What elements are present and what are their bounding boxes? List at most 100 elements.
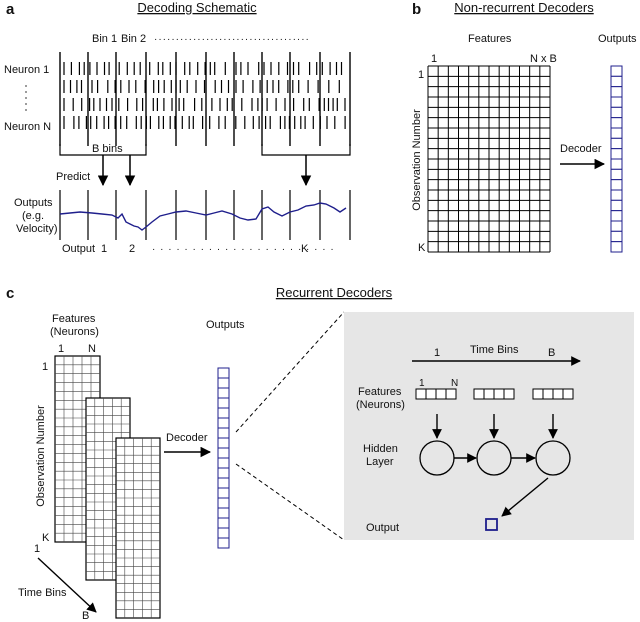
bin-dots: ····································: [154, 34, 310, 45]
feature-cell: [483, 388, 495, 400]
output-cell: [610, 65, 623, 77]
output-cell: [217, 447, 230, 459]
output-cell: [610, 75, 623, 88]
outputs-label-2: (e.g.: [22, 210, 44, 222]
inset-features-neurons-label: (Neurons): [356, 399, 405, 411]
inset-time-bins-last: B: [548, 347, 555, 359]
decoder-label: Decoder: [166, 432, 208, 444]
feature-vector-2: [473, 388, 515, 400]
output-cell: [217, 527, 230, 539]
output-cell: [610, 106, 623, 119]
features-neurons-label: (Neurons): [50, 326, 99, 338]
features-label: Features: [468, 33, 512, 45]
feature-matrix-stack: [54, 355, 161, 619]
spike-raster: [59, 52, 351, 146]
inset-time-bins-label: Time Bins: [470, 344, 519, 356]
feature-cell: [503, 388, 515, 400]
output-cell: [610, 230, 623, 243]
output-cell: [217, 457, 230, 469]
output-cell: [610, 168, 623, 181]
output-cell: [610, 127, 623, 139]
inset-time-bins-first: 1: [434, 347, 440, 359]
panel-b-letter: b: [412, 1, 421, 18]
output-bin-lines: [59, 190, 351, 240]
feature-cell: [542, 388, 554, 400]
zoom-line-bottom: [235, 463, 345, 541]
row-first-label: 1: [418, 69, 424, 81]
output-cell: [217, 407, 230, 419]
output-cell: [610, 117, 623, 129]
output-2-label: 2: [129, 243, 135, 255]
neuron-ellipsis: [25, 85, 27, 111]
col-first-label: 1: [58, 343, 64, 355]
output-cell: [610, 96, 623, 108]
zoom-line-top: [235, 311, 345, 433]
output-cell: [610, 220, 623, 232]
output-cell: [610, 189, 623, 201]
b-bins-label: B bins: [92, 143, 123, 155]
output-cell: [217, 477, 230, 489]
neuron-n-label: Neuron N: [4, 121, 51, 133]
output-cell: [217, 507, 230, 519]
output-cell: [217, 377, 230, 389]
output-column: [217, 367, 230, 549]
feature-vector-1: [415, 388, 457, 400]
feature-cell: [445, 388, 457, 400]
matrix-border: [115, 437, 161, 619]
bin-2-label: Bin 2: [121, 33, 146, 45]
outputs-label-1: Outputs: [14, 197, 53, 209]
inset-feat-last: N: [451, 378, 458, 389]
panel-b: b Non-recurrent Decoders Features Output…: [411, 0, 637, 254]
feature-matrix-3: [115, 437, 161, 619]
output-k-label: K: [301, 243, 309, 255]
col-last-label: N x B: [530, 53, 557, 65]
output-cell: [217, 487, 230, 499]
feature-cell: [473, 388, 485, 400]
inset-background: [344, 312, 634, 540]
outputs-label: Outputs: [598, 33, 637, 45]
output-arrow: [501, 477, 549, 517]
inset-output-box: [485, 518, 498, 531]
inset-features-label: Features: [358, 386, 402, 398]
output-label: Output: [62, 243, 95, 255]
output-cell: [610, 241, 623, 253]
output-cell: [217, 427, 230, 439]
output-cell: [610, 86, 623, 98]
panel-c: c Recurrent Decoders Features (Neurons) …: [6, 285, 634, 622]
hidden-node-3: [535, 440, 571, 476]
output-cell: [217, 397, 230, 409]
inset-feat-first: 1: [419, 378, 425, 389]
panel-a: a Decoding Schematic Bin 1 Bin 2 ·······…: [4, 0, 351, 255]
output-cell: [217, 467, 230, 479]
output-cell: [217, 437, 230, 449]
panel-a-letter: a: [6, 1, 15, 18]
output-cell: [610, 158, 623, 170]
output-1-label: 1: [101, 243, 107, 255]
panel-a-title: Decoding Schematic: [137, 0, 257, 15]
output-cell: [610, 137, 623, 150]
inset-output-label: Output: [366, 522, 399, 534]
time-bins-first-label: 1: [34, 543, 40, 555]
hidden-label-1: Hidden: [363, 443, 398, 455]
output-dots: · · · · · · · · · · · · · · · · · · · · …: [152, 244, 335, 255]
feature-cell: [493, 388, 505, 400]
col-first-label: 1: [431, 53, 437, 65]
features-label: Features: [52, 313, 96, 325]
output-cell: [217, 417, 230, 429]
output-cell: [217, 517, 230, 529]
hidden-label-2: Layer: [366, 456, 394, 468]
panel-c-title: Recurrent Decoders: [276, 285, 393, 300]
inset-feature-vectors: [415, 388, 574, 400]
col-last-label: N: [88, 343, 96, 355]
output-cell: [610, 210, 623, 222]
decoder-label: Decoder: [560, 143, 602, 155]
time-bins-label: Time Bins: [18, 587, 67, 599]
feature-cell: [415, 388, 427, 400]
predict-label: Predict: [56, 171, 90, 183]
observation-number-label: Observation Number: [35, 405, 47, 507]
velocity-trace: [59, 202, 347, 231]
output-cell: [610, 148, 623, 160]
outputs-label: Outputs: [206, 319, 245, 331]
panel-b-title: Non-recurrent Decoders: [454, 0, 594, 15]
